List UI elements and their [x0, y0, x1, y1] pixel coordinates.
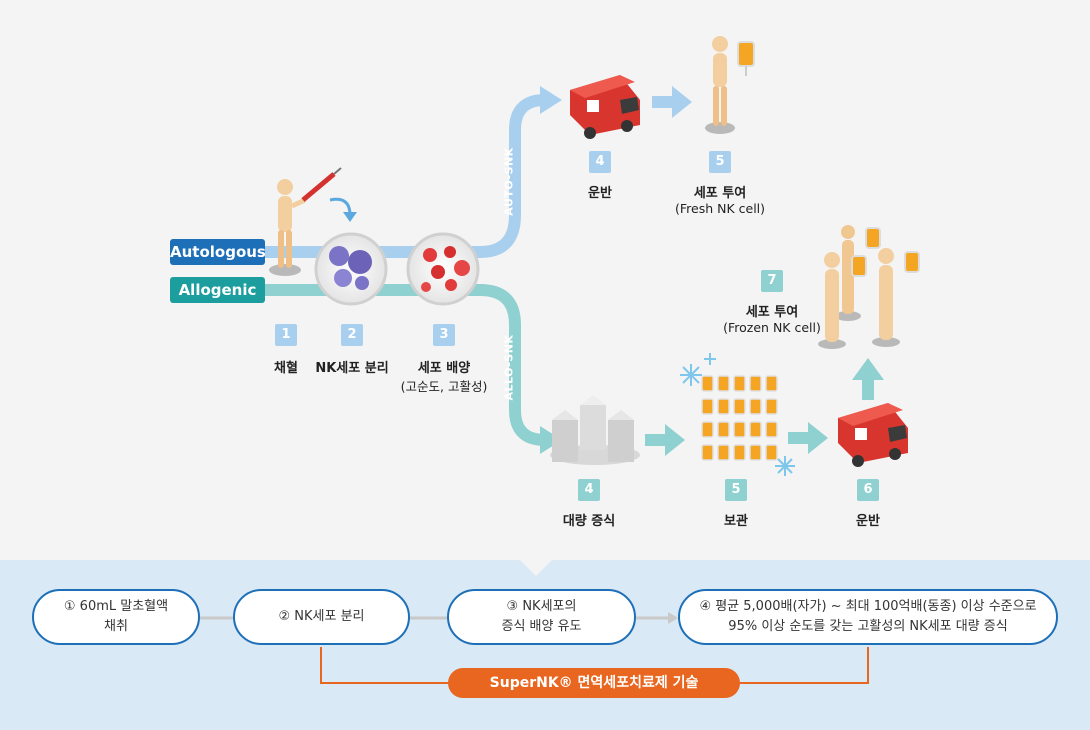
- step-subtitle: (고순도, 고활성): [400, 379, 488, 394]
- step-title: 운반: [856, 514, 880, 529]
- arrow-up-icon: [852, 358, 884, 380]
- step-label: 보관: [686, 510, 786, 529]
- auto-snk-label: AUTO-SNK: [502, 147, 516, 216]
- nk-cell-dish-icon: [314, 232, 388, 306]
- patients-group-icon: [818, 225, 920, 349]
- step-label: 대량 증식: [539, 510, 639, 529]
- step-badge: 2: [341, 324, 363, 346]
- step-title: NK세포 분리: [315, 361, 389, 376]
- step-title: 세포 배양: [417, 361, 471, 376]
- step-subtitle: (Fresh NK cell): [674, 201, 766, 216]
- process-step-2: ② NK세포 분리: [233, 589, 410, 645]
- process-step-3: ③ NK세포의 증식 배양 유도: [447, 589, 636, 645]
- step-badge: 5: [709, 151, 731, 173]
- auto-track-arrow-icon: [540, 86, 562, 114]
- process-connectors: [200, 612, 869, 684]
- snowflake-icon: [680, 353, 795, 476]
- step-title: 대량 증식: [562, 514, 616, 529]
- bioreactor-icon: [550, 395, 640, 465]
- step-badge: 1: [275, 324, 297, 346]
- step-badge: 4: [589, 151, 611, 173]
- auto-track: [265, 94, 546, 258]
- step-label: 운반: [550, 182, 650, 201]
- allo-track: [265, 284, 546, 446]
- step-label: 채혈: [236, 357, 336, 376]
- step-badge: 3: [433, 324, 455, 346]
- allo-track-arrow-icon: [540, 426, 562, 454]
- flow-svg: [265, 36, 920, 476]
- step-badge: 6: [857, 479, 879, 501]
- step-title: 채혈: [274, 361, 298, 376]
- step-title: 운반: [588, 186, 612, 201]
- step-title: 보관: [724, 514, 748, 529]
- allo-snk-label: ALLO-SNK: [502, 334, 516, 401]
- step-badge: 4: [578, 479, 600, 501]
- arrow-right-icon: [672, 86, 692, 118]
- donor-person-icon: [269, 167, 342, 276]
- step-title: 세포 투여: [745, 305, 799, 320]
- step-label: 세포 배양 (고순도, 고활성): [384, 357, 504, 395]
- step-label: NK세포 분리: [302, 357, 402, 376]
- patient-icon: [705, 36, 755, 134]
- process-area: [0, 560, 1090, 730]
- step-badge: 7: [761, 270, 783, 292]
- autologous-tag: Autologous: [170, 239, 266, 265]
- cell-storage-bags-icon: [701, 375, 778, 461]
- ambulance-icon: [838, 403, 908, 467]
- step-label: 세포 투여 (Fresh NK cell): [660, 182, 780, 216]
- step-label: 운반: [818, 510, 918, 529]
- notch-pointer: [520, 560, 552, 576]
- ambulance-icon: [570, 75, 640, 139]
- arrow-right-icon: [665, 424, 685, 456]
- step-subtitle: (Frozen NK cell): [723, 320, 821, 335]
- arrow-right-icon: [808, 422, 828, 454]
- step-badge: 5: [725, 479, 747, 501]
- supernk-tech-label: SuperNK® 면역세포치료제 기술: [448, 668, 740, 698]
- allogenic-tag: Allogenic: [170, 277, 265, 303]
- process-step-1: ① 60mL 말초혈액 채취: [32, 589, 200, 645]
- culture-dish-icon: [406, 232, 480, 306]
- process-step-4: ④ 평균 5,000배(자가) ~ 최대 100억배(동종) 이상 수준으로 9…: [678, 589, 1058, 645]
- step-title: 세포 투여: [693, 186, 747, 201]
- step-label: 세포 투여 (Frozen NK cell): [712, 301, 832, 335]
